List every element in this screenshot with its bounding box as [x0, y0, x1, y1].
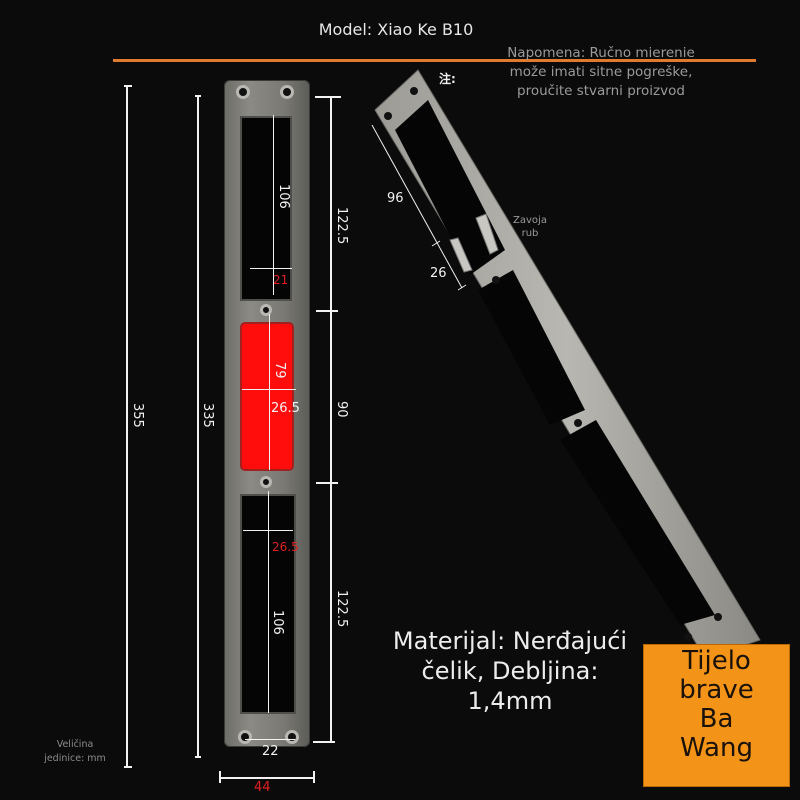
dim-122-bottom-label: 122.5: [334, 590, 349, 628]
note-line-3: proučite stvarni proizvod: [517, 83, 685, 99]
badge-line-4: Wang: [680, 733, 753, 763]
dim-26-5-window-label: 26.5: [271, 401, 300, 416]
dim-90-line: [330, 310, 332, 482]
note-label: 注:: [439, 72, 456, 86]
screw-hole-top-right: [280, 85, 294, 99]
material-line-1: Materijal: Nerđajući: [392, 627, 628, 655]
strike-plate-front: [224, 80, 310, 747]
dim-106-bottom-line: [268, 491, 269, 713]
screw-hole-top-left: [236, 85, 250, 99]
dim-44-line: [220, 777, 314, 779]
measurement-note: Napomena: Ručno mierenie može imati sitn…: [470, 44, 732, 101]
dim-355-line: [126, 85, 128, 767]
dim-22-label: 22: [262, 744, 279, 759]
dim-26-5-slot-line: [243, 530, 293, 531]
units-line-1: Veličina: [56, 739, 94, 750]
dim-21-line: [250, 268, 292, 269]
dim-355-cap-top: [124, 85, 132, 87]
dim-22-line: [245, 739, 295, 740]
badge-line-2: brave: [679, 675, 754, 705]
badge-line-3: Ba: [699, 704, 734, 734]
dim-355-label: 355: [130, 403, 145, 428]
top-slot: [240, 116, 292, 301]
dim-26-5-slot-label: 26.5: [272, 540, 299, 554]
bend-edge-label: Zavoja rub: [500, 214, 560, 240]
material-spec: Materijal: Nerđajući čelik, Debljina: 1,…: [360, 626, 660, 716]
dim-right-cap-4: [313, 741, 335, 743]
dim-right-cap-2: [316, 310, 338, 312]
dim-79-label: 79: [272, 362, 287, 379]
screw-hole-lower-mid: [260, 476, 272, 488]
angled-dim-26-label: 26: [430, 266, 447, 281]
dim-44-cap-right: [313, 771, 315, 783]
latch-window-highlight: [240, 322, 294, 471]
dim-122-bottom-line: [330, 482, 332, 741]
dim-26-5-window-line: [242, 389, 296, 390]
dim-122-top-label: 122.5: [334, 207, 349, 245]
dim-90-label: 90: [334, 401, 349, 418]
page-title: Model: Xiao Ke B10: [0, 20, 800, 39]
dim-122-top-line: [330, 98, 332, 310]
dim-44-label: 44: [254, 780, 271, 795]
bend-label-line-1: Zavoja: [513, 215, 547, 226]
dim-355-cap-bottom: [124, 766, 132, 768]
dim-right-cap-3: [316, 482, 338, 484]
screw-hole-bottom-left: [238, 730, 252, 744]
dim-106-bottom-label: 106: [270, 610, 285, 635]
note-line-2: može imati sitne pogreške,: [509, 64, 693, 80]
material-line-2: čelik, Debljina:: [421, 657, 599, 685]
screw-hole-upper-mid: [260, 304, 272, 316]
dim-106-top-line: [273, 115, 274, 295]
dim-21-label: 21: [273, 273, 289, 287]
dim-335-cap-bottom: [195, 756, 201, 758]
units-line-2: jedinice: mm: [44, 753, 106, 764]
dim-106-top-label: 106: [276, 184, 291, 209]
orange-divider: [113, 59, 756, 62]
angled-dim-96-label: 96: [387, 191, 404, 206]
dim-335-line: [197, 95, 199, 757]
bend-label-line-2: rub: [521, 228, 539, 239]
dim-right-cap-1: [315, 96, 341, 98]
model-title-text: Model: Xiao Ke B10: [318, 20, 474, 39]
dim-44-cap-left: [219, 771, 221, 783]
lock-body-badge: Tijelo brave Ba Wang: [643, 644, 790, 787]
badge-line-1: Tijelo: [682, 646, 751, 676]
units-note: Veličina jedinice: mm: [30, 738, 120, 766]
screw-hole-bottom-right: [285, 730, 299, 744]
dim-79-line: [269, 314, 270, 470]
note-line-1: Napomena: Ručno mierenie: [507, 45, 695, 61]
material-line-3: 1,4mm: [467, 687, 553, 715]
dim-335-label: 335: [200, 403, 215, 428]
